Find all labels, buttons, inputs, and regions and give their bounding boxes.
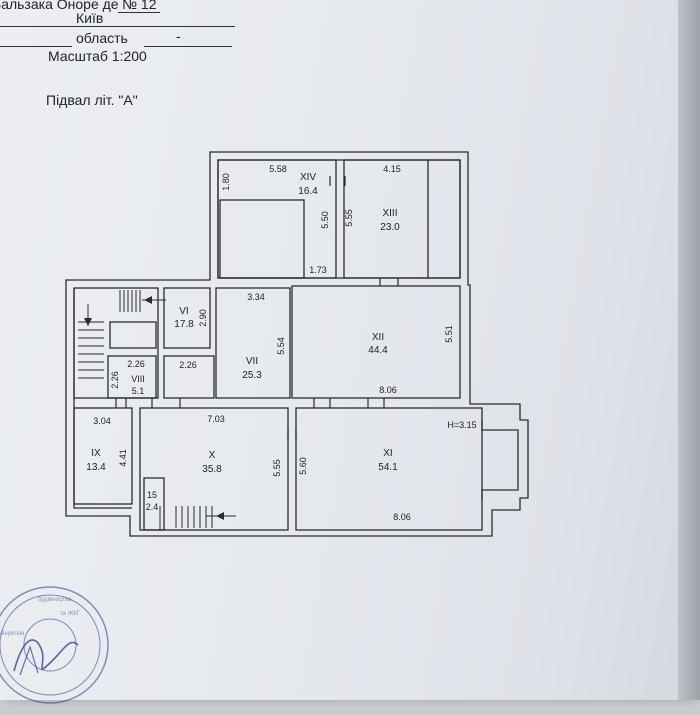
room-id-15: 15 — [147, 490, 157, 500]
region-value: - — [176, 28, 181, 44]
room-area-vi: 17.8 — [174, 319, 194, 330]
svg-text:Мінрегіон: Мінрегіон — [0, 631, 25, 637]
dim-xi-ceiling: H=3.15 — [447, 420, 476, 430]
room-id-xi: XI — [383, 448, 392, 459]
scale-label: Масштаб 1:200 — [48, 48, 147, 64]
floor-plan: XIV 16.4 XIII 23.0 VI 17.8 VII 25.3 XII … — [65, 151, 529, 537]
room-area-x: 35.8 — [202, 464, 222, 475]
dim-vii-width: 3.34 — [247, 292, 265, 302]
dim-xiv-width: 5.58 — [269, 164, 287, 174]
room-id-xiv: XIV — [300, 172, 316, 183]
room-area-viii: 5.1 — [132, 386, 145, 396]
dim-vii-height: 5.54 — [276, 337, 286, 355]
official-seal: будівництва та ЖКГ Мінрегіон — [0, 586, 109, 704]
dim-ix-height: 4.41 — [118, 449, 128, 467]
room-id-xiii: XIII — [382, 208, 397, 219]
city-value: Київ — [76, 10, 104, 26]
room-id-vii: VII — [246, 356, 258, 367]
house-number-label: № 12 — [122, 0, 157, 12]
dim-vi-height: 2.90 — [198, 309, 208, 327]
dim-xii-height: 5.51 — [444, 325, 454, 343]
dim-ix-width: 3.04 — [93, 416, 111, 426]
dim-xi-width: 8.06 — [393, 512, 411, 522]
dim-xi-height-left: 5.60 — [298, 457, 308, 475]
region-label: область — [76, 30, 128, 46]
dim-x-height: 5.55 — [272, 459, 282, 477]
room-id-xii: XII — [372, 332, 384, 343]
dim-vi-bottom: 2.26 — [179, 360, 197, 370]
document-page — [0, 0, 690, 700]
street-fragment: Бальзака Оноре де — [0, 0, 119, 12]
room-id-ix: IX — [91, 448, 101, 459]
room-area-xii: 44.4 — [368, 345, 388, 356]
number-underline — [118, 12, 160, 13]
room-area-xi: 54.1 — [378, 462, 398, 473]
room-area-xiii: 23.0 — [380, 222, 400, 233]
room-area-15: 2.4 — [146, 502, 159, 512]
room-area-xiv: 16.4 — [298, 186, 318, 197]
city-underline — [0, 26, 235, 27]
dim-xiii-width: 4.15 — [383, 164, 401, 174]
dim-xiii-height: 5.55 — [344, 209, 354, 227]
svg-text:та ЖКГ: та ЖКГ — [60, 611, 81, 617]
dim-xiv-height-right: 5.50 — [320, 211, 330, 229]
svg-text:будівництва: будівництва — [38, 597, 72, 603]
dim-viii-width: 2.26 — [127, 359, 145, 369]
region-underline — [144, 46, 232, 47]
dim-xii-width: 8.06 — [379, 385, 397, 395]
plan-title: Підвал літ. "А" — [46, 92, 138, 108]
page-edge-shadow — [678, 0, 700, 700]
room-area-vii: 25.3 — [242, 370, 262, 381]
room-area-ix: 13.4 — [86, 462, 106, 473]
room-id-x: X — [209, 450, 216, 461]
dim-xiv-bottom: 1.73 — [309, 265, 327, 275]
dim-xiv-height-left: 1.80 — [221, 173, 231, 191]
dim-viii-height: 2.26 — [110, 371, 120, 389]
room-id-vi: VI — [179, 306, 188, 317]
district-underline — [0, 46, 72, 47]
room-id-viii: VIII — [131, 374, 145, 384]
dim-x-width: 7.03 — [207, 414, 225, 424]
